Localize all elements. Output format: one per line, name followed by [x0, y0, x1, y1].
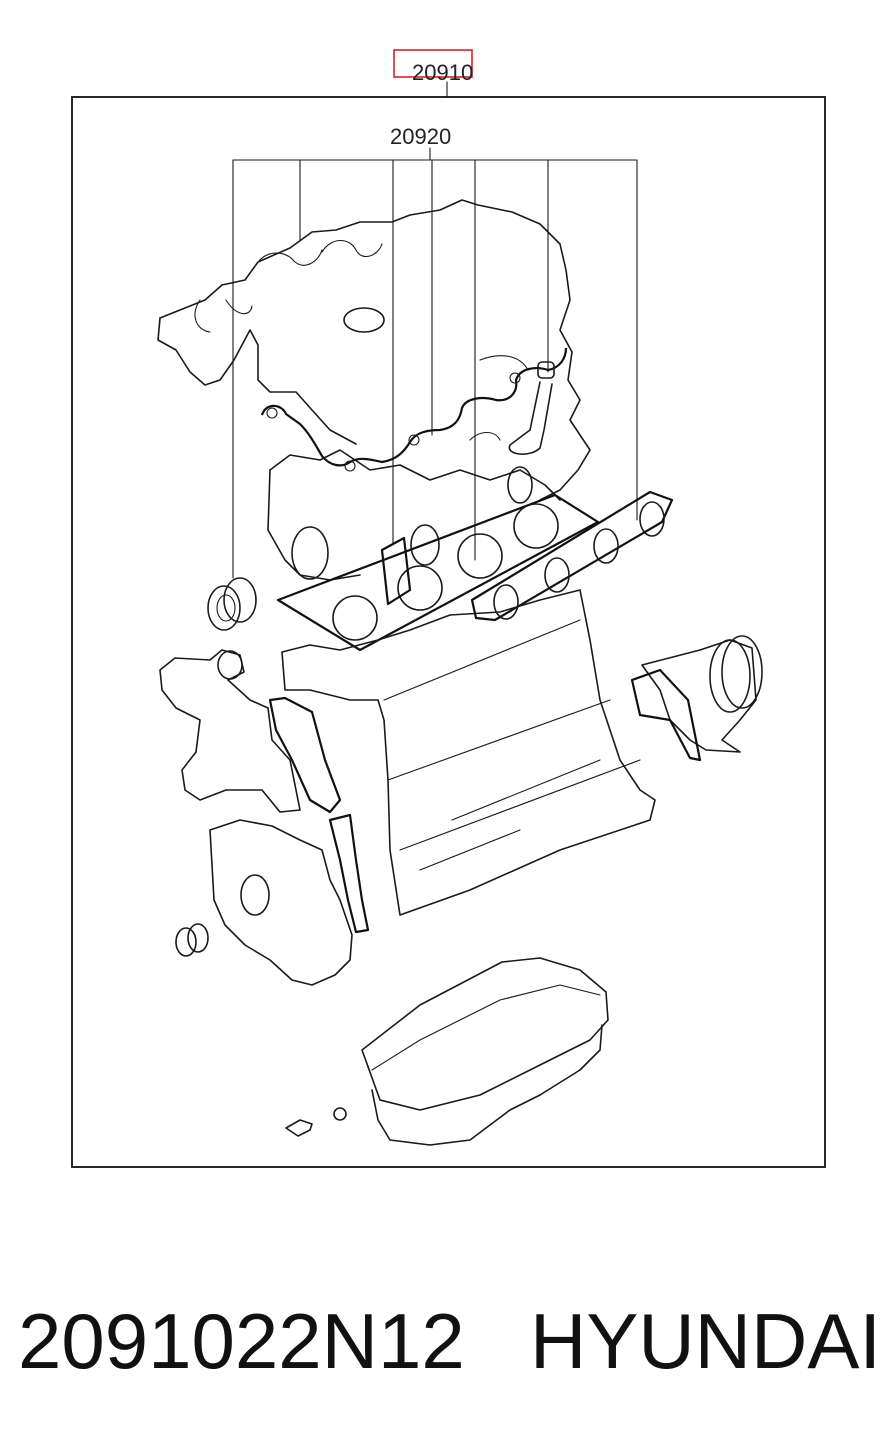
rear-oil-seal — [641, 635, 763, 753]
front-oil-seal — [207, 577, 257, 631]
cam-cover-gasket-holes — [266, 372, 521, 472]
drain-plug — [285, 1107, 347, 1137]
callout-highlight-box[interactable] — [393, 49, 473, 78]
cylinder-head-gasket — [276, 493, 600, 652]
valve — [508, 361, 555, 455]
camshaft-oil-seal — [175, 923, 209, 957]
water-pump — [159, 649, 301, 813]
callout-20920-leaders — [232, 147, 638, 579]
cam-cover-gasket — [260, 347, 568, 467]
part-caption: 2091022N12 HYUNDAI — [0, 1296, 887, 1396]
rear-seal-case-gasket — [630, 668, 702, 762]
exhaust-manifold-gasket — [470, 490, 674, 622]
cylinder-head — [157, 199, 591, 581]
callout-20910[interactable]: 20910 — [412, 60, 473, 85]
engine-block — [281, 589, 656, 916]
timing-belt-cover — [209, 819, 353, 986]
timing-cover-gasket — [328, 813, 370, 934]
water-outlet-gasket — [380, 536, 412, 606]
brand-name: HYUNDAI — [530, 1297, 882, 1385]
part-number: 2091022N12 — [18, 1297, 465, 1385]
diagram-frame — [71, 96, 826, 1168]
oil-pan — [361, 957, 609, 1146]
callout-20920[interactable]: 20920 — [390, 124, 451, 149]
water-pump-gasket — [268, 696, 342, 814]
